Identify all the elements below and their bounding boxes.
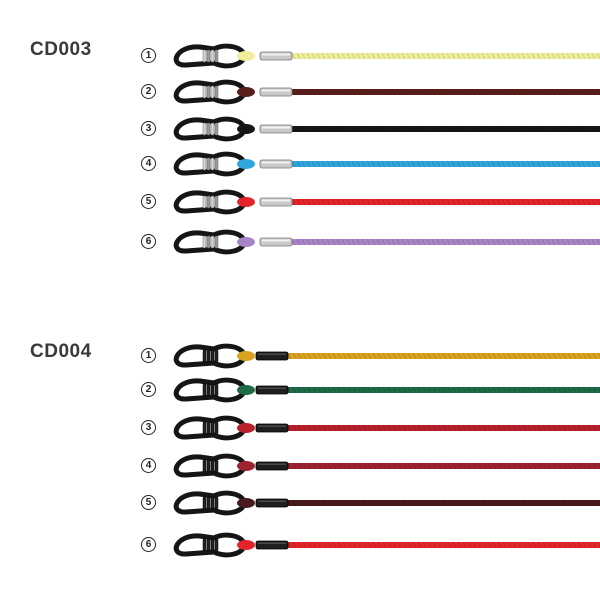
cord-knot (237, 461, 255, 471)
cord-strand (288, 500, 600, 506)
cord-number-cd003-2: 2 (141, 84, 156, 99)
plastic-end-cap-icon (255, 351, 289, 361)
rubber-loop-icon (173, 229, 247, 255)
cord-strand (292, 126, 600, 132)
cord-strand (292, 161, 600, 167)
cord-knot (237, 498, 255, 508)
cord-strand (288, 353, 600, 359)
rubber-loop-icon (173, 532, 247, 558)
cord-number-cd004-1: 1 (141, 348, 156, 363)
cord-number-cd004-5: 5 (141, 495, 156, 510)
metal-crimp-icon (259, 197, 293, 207)
cord-knot (237, 197, 255, 207)
cord-strand (288, 542, 600, 548)
cord-knot (237, 351, 255, 361)
cord-number-cd003-1: 1 (141, 48, 156, 63)
eyeglass-cord-cd004-3 (173, 415, 600, 441)
rubber-loop-icon (173, 415, 247, 441)
eyeglass-cord-cd004-2 (173, 377, 600, 403)
plastic-end-cap-icon (255, 540, 289, 550)
metal-crimp-icon (259, 87, 293, 97)
eyeglass-cord-cd004-5 (173, 490, 600, 516)
cord-number-cd003-6: 6 (141, 234, 156, 249)
cord-knot (237, 159, 255, 169)
plastic-end-cap-icon (255, 498, 289, 508)
eyeglass-cord-cd003-4 (173, 151, 600, 177)
cord-number-cd004-6: 6 (141, 537, 156, 552)
cord-knot (237, 237, 255, 247)
rubber-loop-icon (173, 43, 247, 69)
metal-crimp-icon (259, 124, 293, 134)
cord-strand (292, 89, 600, 95)
rubber-loop-icon (173, 377, 247, 403)
cord-number-cd004-4: 4 (141, 458, 156, 473)
cord-number-cd003-4: 4 (141, 156, 156, 171)
eyeglass-cord-cd003-5 (173, 189, 600, 215)
cord-strand (288, 425, 600, 431)
cord-number-cd003-3: 3 (141, 121, 156, 136)
metal-crimp-icon (259, 159, 293, 169)
eyeglass-cord-cd004-6 (173, 532, 600, 558)
cord-knot (237, 423, 255, 433)
group-label-cd004: CD004 (30, 341, 92, 362)
rubber-loop-icon (173, 79, 247, 105)
cord-knot (237, 51, 255, 61)
cord-strand (288, 387, 600, 393)
eyeglass-cord-cd003-6 (173, 229, 600, 255)
rubber-loop-icon (173, 151, 247, 177)
eyeglass-cord-cd003-1 (173, 43, 600, 69)
cord-strand (292, 199, 600, 205)
plastic-end-cap-icon (255, 385, 289, 395)
cord-strand (288, 463, 600, 469)
cord-number-cd003-5: 5 (141, 194, 156, 209)
cord-knot (237, 124, 255, 134)
cord-knot (237, 540, 255, 550)
eyeglass-cord-cd004-1 (173, 343, 600, 369)
rubber-loop-icon (173, 490, 247, 516)
cord-knot (237, 87, 255, 97)
rubber-loop-icon (173, 343, 247, 369)
cord-knot (237, 385, 255, 395)
cord-number-cd004-2: 2 (141, 382, 156, 397)
cord-strand (292, 53, 600, 59)
metal-crimp-icon (259, 51, 293, 61)
rubber-loop-icon (173, 116, 247, 142)
cord-number-cd004-3: 3 (141, 420, 156, 435)
plastic-end-cap-icon (255, 423, 289, 433)
cord-strand (292, 239, 600, 245)
rubber-loop-icon (173, 189, 247, 215)
eyeglass-cord-cd003-2 (173, 79, 600, 105)
metal-crimp-icon (259, 237, 293, 247)
eyeglass-cord-cd003-3 (173, 116, 600, 142)
group-label-cd003: CD003 (30, 39, 92, 60)
eyeglass-cord-cd004-4 (173, 453, 600, 479)
plastic-end-cap-icon (255, 461, 289, 471)
rubber-loop-icon (173, 453, 247, 479)
